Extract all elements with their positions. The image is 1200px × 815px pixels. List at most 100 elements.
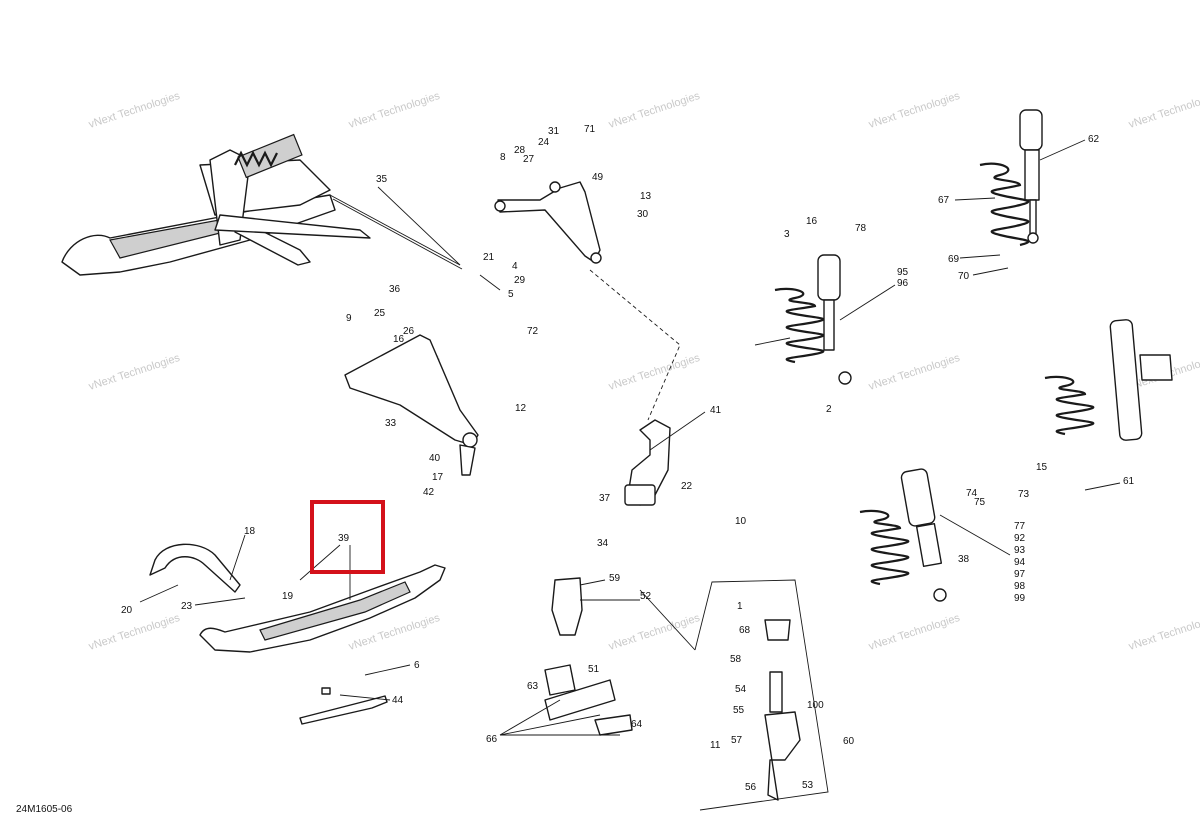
callout-71: 71 bbox=[584, 124, 596, 135]
callout-30: 30 bbox=[637, 209, 649, 220]
shock-far-right bbox=[1044, 319, 1173, 441]
callout-33: 33 bbox=[385, 418, 397, 429]
callout-39: 39 bbox=[338, 533, 350, 544]
callout-69: 69 bbox=[948, 254, 960, 265]
watermark: vNext Technologies bbox=[867, 612, 962, 653]
ski bbox=[199, 564, 446, 653]
callout-100: 100 bbox=[807, 700, 824, 711]
watermark: vNext Technologies bbox=[607, 352, 702, 393]
callout-37: 37 bbox=[599, 493, 611, 504]
callout-20: 20 bbox=[121, 605, 133, 616]
watermark: vNext Technologies bbox=[607, 90, 702, 131]
callout-28: 28 bbox=[514, 145, 526, 156]
callout-3: 3 bbox=[784, 229, 790, 240]
callout-6: 6 bbox=[414, 660, 420, 671]
callout-26: 26 bbox=[403, 326, 415, 337]
callout-19: 19 bbox=[282, 591, 294, 602]
callout-24: 24 bbox=[538, 137, 550, 148]
callout-49: 49 bbox=[592, 172, 604, 183]
watermark: vNext Technologies bbox=[1127, 612, 1200, 653]
callout-78: 78 bbox=[855, 223, 867, 234]
callout-labels: 62 67 69 70 73 15 61 74 75 77 92 93 94 9… bbox=[121, 124, 1135, 793]
callout-60: 60 bbox=[843, 736, 855, 747]
callout-96: 96 bbox=[897, 278, 909, 289]
ski-suspension-assembly bbox=[61, 133, 463, 276]
callout-70: 70 bbox=[958, 271, 970, 282]
callout-25: 25 bbox=[374, 308, 386, 319]
ski-loop bbox=[149, 543, 241, 593]
callout-34: 34 bbox=[597, 538, 609, 549]
watermark: vNext Technologies bbox=[87, 612, 182, 653]
callout-36: 36 bbox=[389, 284, 401, 295]
watermark: vNext Technologies bbox=[607, 612, 702, 653]
watermark: vNext Technologies bbox=[87, 90, 182, 131]
shock-62 bbox=[979, 109, 1043, 247]
callout-51: 51 bbox=[588, 664, 600, 675]
callout-41: 41 bbox=[710, 405, 722, 416]
callout-98: 98 bbox=[1014, 581, 1026, 592]
callout-23: 23 bbox=[181, 601, 193, 612]
callout-74: 74 bbox=[966, 488, 978, 499]
callout-22: 22 bbox=[681, 481, 693, 492]
callout-38: 38 bbox=[958, 554, 970, 565]
callout-68: 68 bbox=[739, 625, 751, 636]
watermark: vNext Technologies bbox=[347, 90, 442, 131]
callout-97: 97 bbox=[1014, 569, 1026, 580]
watermark: vNext Technologies bbox=[87, 352, 182, 393]
callout-54: 54 bbox=[735, 684, 747, 695]
highlight-box-39 bbox=[310, 500, 385, 574]
callout-53: 53 bbox=[802, 780, 814, 791]
carbide-runner bbox=[299, 687, 388, 725]
callout-31: 31 bbox=[548, 126, 560, 137]
callout-58: 58 bbox=[730, 654, 742, 665]
callout-8: 8 bbox=[500, 152, 506, 163]
callout-61: 61 bbox=[1123, 476, 1135, 487]
callout-64: 64 bbox=[631, 719, 643, 730]
callout-5: 5 bbox=[508, 289, 514, 300]
upper-a-arm bbox=[494, 181, 602, 264]
callout-73: 73 bbox=[1018, 489, 1030, 500]
callout-66: 66 bbox=[486, 734, 498, 745]
callout-56: 56 bbox=[745, 782, 757, 793]
callout-63: 63 bbox=[527, 681, 539, 692]
callout-95: 95 bbox=[897, 267, 909, 278]
callout-18: 18 bbox=[244, 526, 256, 537]
watermark: vNext Technologies bbox=[867, 352, 962, 393]
spindle bbox=[624, 419, 671, 506]
callout-62: 62 bbox=[1088, 134, 1100, 145]
diagram-reference: 24M1605-06 bbox=[16, 804, 73, 815]
callout-4: 4 bbox=[512, 261, 518, 272]
callout-27: 27 bbox=[523, 154, 535, 165]
leader-lines bbox=[139, 139, 1121, 736]
watermark: vNext Technologies bbox=[867, 90, 962, 131]
assembly-dashed-line bbox=[589, 269, 681, 421]
watermark: vNext Technologies bbox=[1127, 90, 1200, 131]
callout-29: 29 bbox=[514, 275, 526, 286]
bumper-parts bbox=[544, 664, 633, 736]
callout-52: 52 bbox=[640, 591, 652, 602]
callout-42: 42 bbox=[423, 487, 435, 498]
callout-44: 44 bbox=[392, 695, 404, 706]
callout-94: 94 bbox=[1014, 557, 1026, 568]
callout-72: 72 bbox=[527, 326, 539, 337]
callout-17: 17 bbox=[432, 472, 444, 483]
steering-spindle-box bbox=[551, 577, 829, 811]
callout-40: 40 bbox=[429, 453, 441, 464]
callout-99: 99 bbox=[1014, 593, 1026, 604]
callout-57: 57 bbox=[731, 735, 743, 746]
callout-21: 21 bbox=[483, 252, 495, 263]
callout-92: 92 bbox=[1014, 533, 1026, 544]
callout-59: 59 bbox=[609, 573, 621, 584]
callout-10: 10 bbox=[735, 516, 747, 527]
shock-center bbox=[774, 254, 852, 385]
callout-16: 16 bbox=[393, 334, 405, 345]
callout-12: 12 bbox=[515, 403, 527, 414]
callout-2: 2 bbox=[826, 404, 832, 415]
callout-16: 16 bbox=[806, 216, 818, 227]
callout-35: 35 bbox=[376, 174, 388, 185]
callout-9: 9 bbox=[346, 313, 352, 324]
callout-77: 77 bbox=[1014, 521, 1026, 532]
callout-11: 11 bbox=[710, 740, 721, 751]
callout-55: 55 bbox=[733, 705, 745, 716]
